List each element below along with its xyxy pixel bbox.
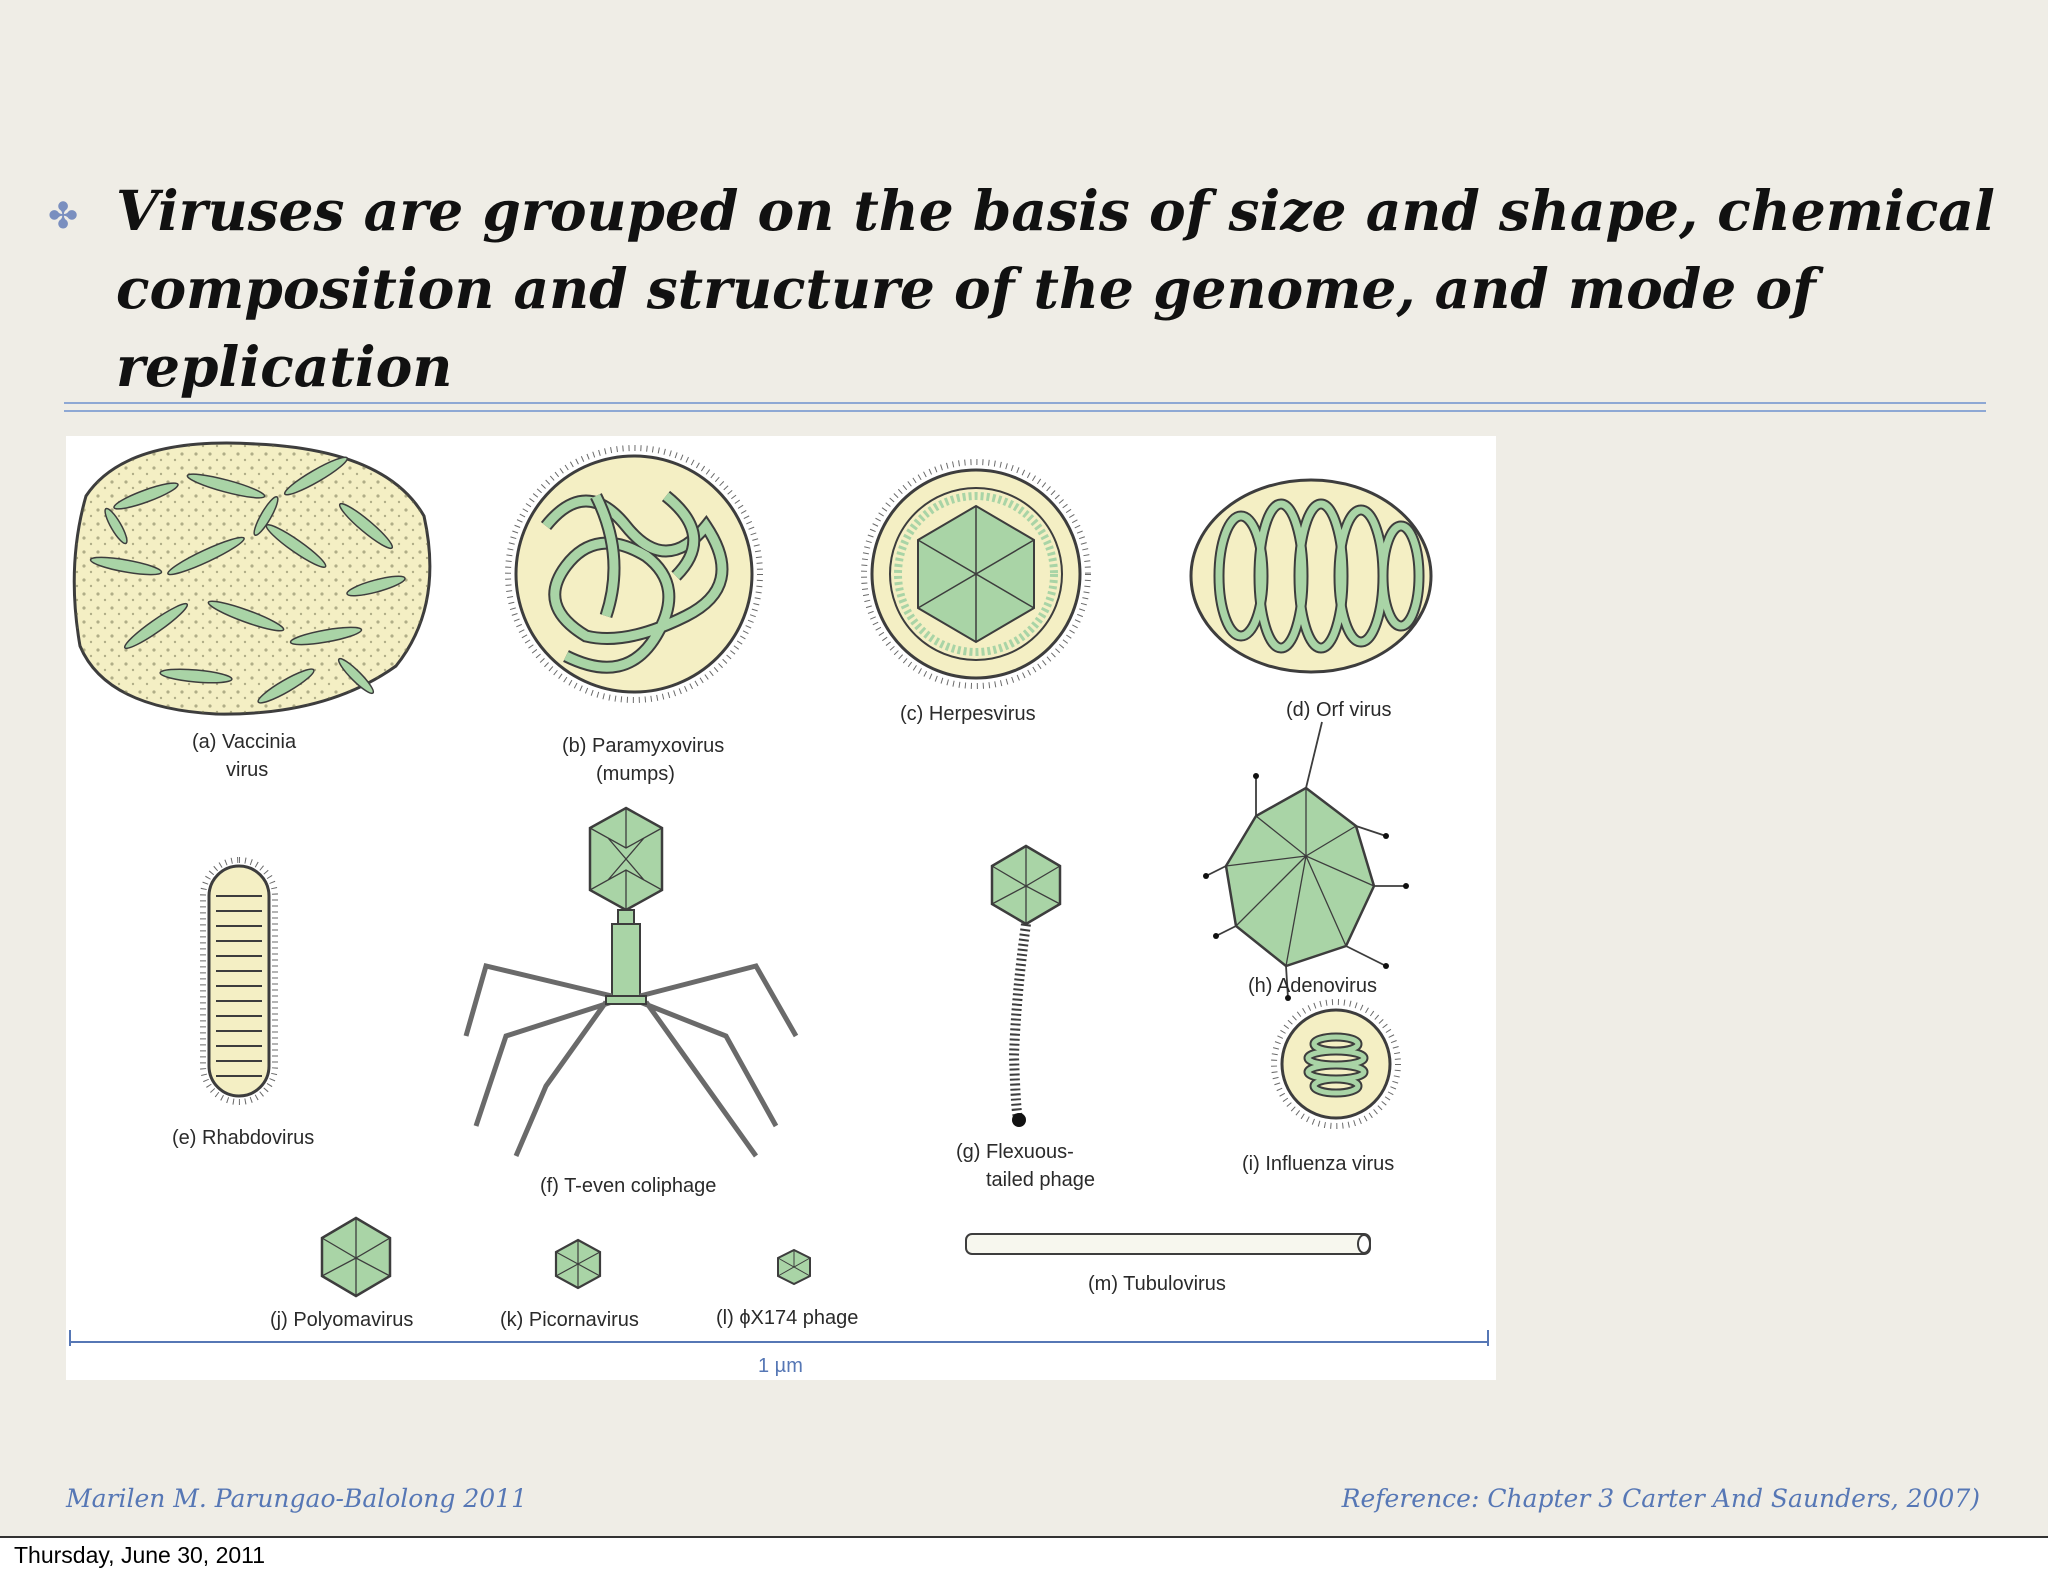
divider-line (64, 402, 1986, 404)
label-herpesvirus: (c) Herpesvirus (900, 703, 1036, 725)
phix174-phage-drawing (777, 1248, 811, 1286)
print-footer-bar (0, 1536, 2048, 1578)
label-flexuous-tailed-phage: (g) Flexuous- (956, 1141, 1074, 1163)
slide-title: Viruses are grouped on the basis of size… (116, 172, 2016, 406)
influenza-virus-drawing (1271, 999, 1401, 1129)
orf-virus-drawing (1189, 478, 1433, 674)
label-orf-virus: (d) Orf virus (1286, 699, 1392, 721)
label-paramyxovirus: (b) Paramyxovirus (562, 735, 724, 757)
label-vaccinia: (a) Vaccinia (192, 731, 297, 753)
scale-bar-label: 1 µm (758, 1355, 803, 1377)
label-rhabdovirus: (e) Rhabdovirus (172, 1127, 314, 1149)
adenovirus-drawing (1203, 721, 1409, 1001)
slide: ✤ Viruses are grouped on the basis of si… (0, 0, 2048, 1536)
virus-shapes-figure: (a) Vaccinia virus (b) Paramyxovirus (mu… (66, 436, 1496, 1380)
label-picornavirus: (k) Picornavirus (500, 1309, 639, 1331)
rhabdovirus-drawing (200, 857, 278, 1105)
footer-author: Marilen M. Parungao-Balolong 2011 (66, 1484, 527, 1513)
tubulovirus-drawing (965, 1233, 1371, 1255)
label-tubulovirus: (m) Tubulovirus (1088, 1273, 1226, 1295)
polyomavirus-drawing (320, 1216, 392, 1298)
paramyxovirus-drawing (505, 445, 763, 703)
label-flexuous-tailed-phage-2: tailed phage (986, 1169, 1095, 1191)
print-date: Thursday, June 30, 2011 (14, 1542, 266, 1568)
virus-illustration: (a) Vaccinia virus (b) Paramyxovirus (mu… (69, 441, 1489, 1377)
bullet-icon: ✤ (48, 196, 79, 237)
t-even-coliphage-drawing (463, 806, 799, 1158)
label-paramyxovirus-2: (mumps) (596, 763, 675, 785)
label-t-even-coliphage: (f) T-even coliphage (540, 1175, 716, 1197)
label-influenza-virus: (i) Influenza virus (1242, 1153, 1394, 1175)
herpesvirus-drawing (861, 459, 1091, 689)
title-line-2: composition and structure of the genome,… (116, 256, 1816, 399)
label-vaccinia-2: virus (226, 759, 268, 781)
picornavirus-drawing (554, 1238, 602, 1290)
divider-line (64, 410, 1986, 412)
label-polyomavirus: (j) Polyomavirus (270, 1309, 413, 1331)
title-line-1: Viruses are grouped on the basis of size… (116, 178, 1995, 243)
vaccinia-virus-drawing (72, 441, 432, 716)
scale-bar (69, 1330, 1489, 1346)
label-adenovirus: (h) Adenovirus (1248, 975, 1377, 997)
flexuous-tailed-phage-drawing (990, 844, 1062, 1127)
label-phix174-phage: (l) ϕX174 phage (716, 1307, 858, 1329)
footer-reference: Reference: Chapter 3 Carter And Saunders… (1341, 1484, 1980, 1513)
